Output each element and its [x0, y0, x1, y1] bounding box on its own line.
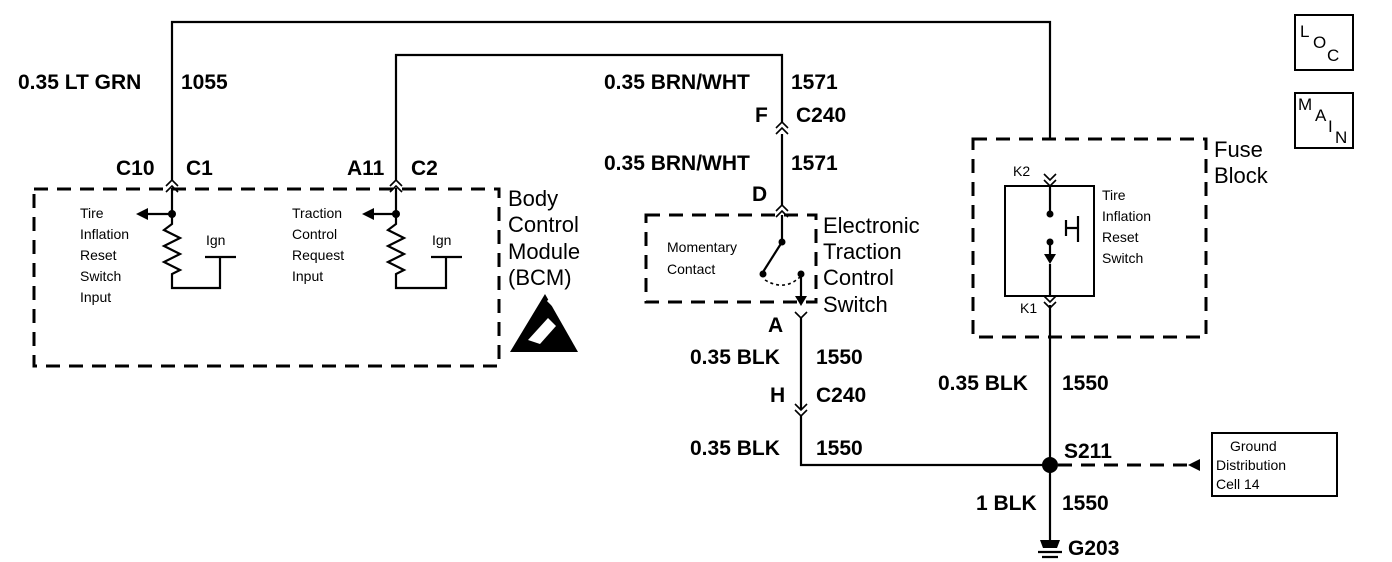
- svg-text:N: N: [1335, 128, 1347, 147]
- connector-c240-top-icon: [775, 120, 789, 135]
- circuit-label: 1550: [1062, 372, 1109, 395]
- arrow-icon: [795, 296, 807, 306]
- switch-label: Inflation: [1102, 208, 1151, 224]
- arrow-icon: [362, 208, 374, 220]
- bcm-title: Module: [508, 239, 580, 264]
- svg-text:A: A: [1315, 106, 1327, 125]
- arrow-icon: [136, 208, 148, 220]
- ground-distribution-label: Ground: [1230, 438, 1277, 454]
- traction-input-label: Traction: [292, 205, 342, 221]
- connector-h-icon: [794, 403, 808, 418]
- arrow-icon: [1188, 459, 1200, 471]
- switch-label: Tire: [1102, 187, 1126, 203]
- connector-c10-icon: [165, 178, 179, 193]
- momentary-switch-icon: [762, 241, 783, 273]
- circuit-label: 1550: [1062, 492, 1109, 515]
- bcm-title: Body: [508, 186, 558, 211]
- ign-label: Ign: [432, 232, 451, 248]
- svg-text:L: L: [1300, 22, 1309, 41]
- fuse-block-title: Block: [1214, 163, 1269, 188]
- connector-label: K1: [1020, 300, 1037, 316]
- switch-label: Reset: [1102, 229, 1139, 245]
- momentary-contact-label: Momentary: [667, 239, 737, 255]
- wire-label: 0.35 LT GRN: [18, 71, 141, 94]
- fuse-block-title: Fuse: [1214, 137, 1263, 162]
- wire-lt-grn-1055: [170, 20, 1052, 180]
- bcm-title: Control: [508, 212, 579, 237]
- wire-label: 0.35 BLK: [690, 346, 780, 369]
- wire-brn-wht-1571-top: [394, 53, 784, 180]
- ground-distribution-label: Cell 14: [1216, 476, 1260, 492]
- traction-input-label: Request: [292, 247, 344, 263]
- wire-label: 0.35 BRN/WHT: [604, 152, 750, 175]
- wire-label: 0.35 BLK: [690, 437, 780, 460]
- resistor-icon: [161, 214, 222, 290]
- connector-a11-icon: [389, 178, 403, 193]
- connector-label: C2: [411, 157, 438, 180]
- circuit-label: 1571: [791, 71, 838, 94]
- connector-label: D: [752, 183, 767, 206]
- ground-distribution-box: [1211, 432, 1338, 497]
- connector-label: C1: [186, 157, 213, 180]
- wire-blk-1550-h: [799, 416, 1050, 467]
- tire-input-label: Tire: [80, 205, 104, 221]
- momentary-contact-label: Contact: [667, 261, 715, 277]
- fuse-block-box: [971, 137, 1208, 339]
- traction-input-label: Input: [292, 268, 323, 284]
- switch-label: Switch: [1102, 250, 1143, 266]
- tire-input-label: Switch: [80, 268, 121, 284]
- bcm-title: (BCM): [508, 265, 572, 290]
- loc-icon: L O C: [1294, 14, 1354, 71]
- splice-label: S211: [1064, 440, 1112, 463]
- circuit-label: 1550: [816, 346, 863, 369]
- bcm-box: [32, 187, 501, 368]
- connector-label: A11: [347, 157, 385, 180]
- etc-switch-title: Control: [823, 265, 894, 290]
- connector-k1-icon: [1043, 295, 1057, 310]
- connector-label: F: [755, 104, 768, 127]
- circuit-label: 1550: [816, 437, 863, 460]
- wire-label: 0.35 BLK: [938, 372, 1028, 395]
- etc-switch-title: Switch: [823, 292, 888, 317]
- circuit-label: 1571: [791, 152, 838, 175]
- etc-switch-box: [644, 213, 818, 304]
- connector-a-icon: [794, 311, 808, 320]
- ground-icon: [1038, 540, 1062, 559]
- wire-label: 1 BLK: [976, 492, 1037, 515]
- resistor-icon: [385, 214, 448, 290]
- main-icon: M A I N: [1294, 92, 1354, 149]
- svg-text:I: I: [1328, 117, 1333, 136]
- connector-label: C240: [796, 104, 846, 127]
- connector-label: C10: [116, 157, 155, 180]
- svg-text:C: C: [1327, 46, 1339, 65]
- splice-s211: [1042, 457, 1058, 473]
- connector-label: C240: [816, 384, 866, 407]
- ground-distribution-label: Distribution: [1216, 457, 1286, 473]
- wire-label: 0.35 BRN/WHT: [604, 71, 750, 94]
- tire-input-label: Reset: [80, 247, 117, 263]
- connector-label: A: [768, 314, 783, 337]
- ground-label: G203: [1068, 537, 1119, 560]
- svg-text:O: O: [1313, 33, 1326, 52]
- svg-text:M: M: [1298, 95, 1312, 114]
- esd-warning-icon: [510, 294, 578, 352]
- arrow-icon: [1044, 254, 1056, 264]
- connector-d-icon: [775, 203, 789, 218]
- etc-switch-title: Traction: [823, 239, 902, 264]
- connector-label: K2: [1013, 163, 1030, 179]
- connector-k2-icon: [1043, 173, 1057, 188]
- tire-input-label: Inflation: [80, 226, 129, 242]
- pushbutton-icon: [1064, 216, 1080, 242]
- tire-input-label: Input: [80, 289, 111, 305]
- traction-input-label: Control: [292, 226, 337, 242]
- ign-label: Ign: [206, 232, 225, 248]
- etc-switch-title: Electronic: [823, 213, 920, 238]
- circuit-label: 1055: [181, 71, 228, 94]
- connector-label: H: [770, 384, 785, 407]
